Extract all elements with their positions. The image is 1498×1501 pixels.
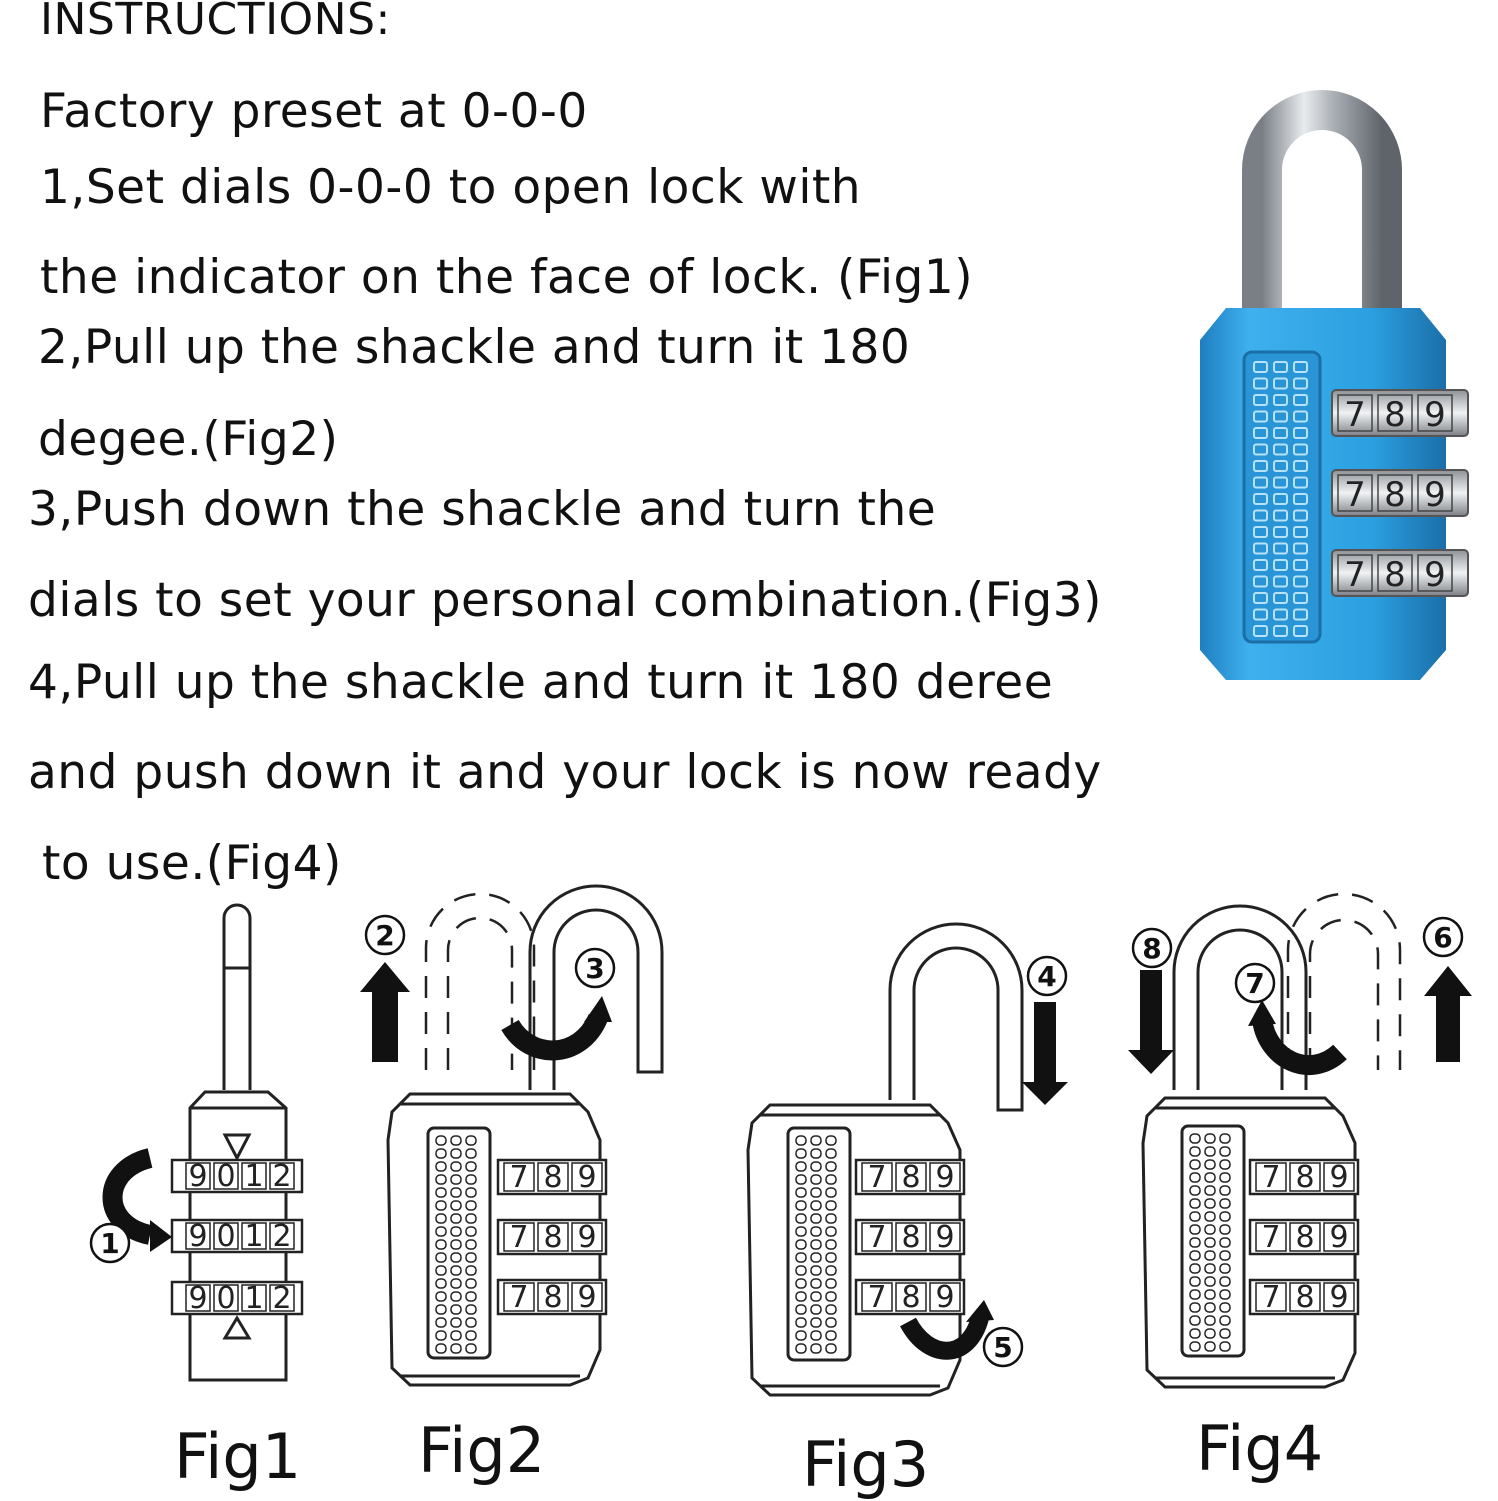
- fig2-label: Fig2: [418, 1414, 546, 1487]
- fig3-label: Fig3: [802, 1428, 930, 1501]
- instruction-line: and push down it and your lock is now re…: [28, 745, 1102, 800]
- product-dial-digit: 8: [1384, 475, 1406, 515]
- step-circle: [1026, 955, 1068, 997]
- instruction-line: 3,Push down the shackle and turn the: [28, 482, 937, 537]
- dial-digit: 9: [577, 1280, 596, 1315]
- dial-digit: 9: [935, 1280, 954, 1315]
- step-number: 2: [375, 919, 394, 952]
- product-dial-digit: 7: [1344, 555, 1366, 595]
- product-dial-digit: 9: [1424, 395, 1446, 435]
- step-circle: [1131, 927, 1173, 969]
- dial-digit: 7: [509, 1220, 528, 1255]
- fig1-label: Fig1: [174, 1420, 302, 1493]
- dial-digit: 7: [509, 1280, 528, 1315]
- step-circle: [1234, 962, 1276, 1004]
- dial-digit: 8: [1295, 1220, 1314, 1255]
- dial-digit: 9: [577, 1220, 596, 1255]
- product-dial-digit: 7: [1344, 475, 1366, 515]
- step-circle: [982, 1326, 1024, 1368]
- dial-digit: 8: [543, 1280, 562, 1315]
- dial-digit: 7: [867, 1280, 886, 1315]
- instruction-line: 1,Set dials 0-0-0 to open lock with: [40, 160, 862, 215]
- instruction-line: dials to set your personal combination.(…: [28, 573, 1103, 628]
- dial-digit: 9: [935, 1160, 954, 1195]
- dial-digit: 8: [901, 1220, 920, 1255]
- step-number: 5: [993, 1331, 1012, 1364]
- dial-digit: 8: [1295, 1280, 1314, 1315]
- step-circle: [364, 914, 406, 956]
- step-number: 8: [1142, 932, 1161, 965]
- instruction-line: 4,Pull up the shackle and turn it 180 de…: [28, 655, 1054, 710]
- fig1-dial-digit: 9: [188, 1219, 207, 1254]
- step-number: 3: [585, 952, 604, 985]
- dial-digit: 7: [1261, 1220, 1280, 1255]
- fig1-dial-digit: 9: [188, 1281, 207, 1316]
- instructions-heading: INSTRUCTIONS:: [40, 0, 391, 45]
- fig1-dial-digit: 0: [216, 1159, 235, 1194]
- dial-digit: 7: [867, 1220, 886, 1255]
- fig1-dial-digit: 1: [244, 1159, 263, 1194]
- dial-digit: 7: [1261, 1280, 1280, 1315]
- step-circle: [1422, 916, 1464, 958]
- step-number: 4: [1037, 960, 1056, 993]
- dial-digit: 9: [577, 1160, 596, 1195]
- fig1-dial-digit: 1: [244, 1219, 263, 1254]
- dial-digit: 9: [1329, 1160, 1348, 1195]
- step-number: 6: [1433, 921, 1452, 954]
- fig4-label: Fig4: [1196, 1412, 1324, 1485]
- dial-digit: 8: [543, 1220, 562, 1255]
- instruction-line: the indicator on the face of lock. (Fig1…: [40, 250, 974, 305]
- dial-digit: 8: [901, 1160, 920, 1195]
- fig1-dial-digit: 1: [244, 1281, 263, 1316]
- step-circle: [89, 1222, 131, 1264]
- fig1-dial-digit: 2: [272, 1281, 291, 1316]
- dial-digit: 9: [1329, 1220, 1348, 1255]
- instruction-line: 2,Pull up the shackle and turn it 180: [38, 320, 911, 375]
- product-dial-digit: 8: [1384, 395, 1406, 435]
- dial-digit: 7: [509, 1160, 528, 1195]
- dial-digit: 8: [1295, 1160, 1314, 1195]
- product-grip-pattern: [1253, 361, 1308, 637]
- step-number: 7: [1245, 967, 1264, 1000]
- fig1-dial-digit: 2: [272, 1219, 291, 1254]
- fig1-dial-digit: 0: [216, 1219, 235, 1254]
- step-circle: [574, 947, 616, 989]
- dial-digit: 8: [901, 1280, 920, 1315]
- product-dial-digit: 8: [1384, 555, 1406, 595]
- product-dial-digit: 9: [1424, 475, 1446, 515]
- dial-digit: 7: [867, 1160, 886, 1195]
- dial-digit: 9: [1329, 1280, 1348, 1315]
- fig1-dial-digit: 0: [216, 1281, 235, 1316]
- step-number: 1: [100, 1227, 119, 1260]
- instruction-line: Factory preset at 0-0-0: [40, 84, 588, 139]
- dial-digit: 8: [543, 1160, 562, 1195]
- instruction-line: degee.(Fig2): [38, 412, 339, 467]
- product-dial-digit: 7: [1344, 395, 1366, 435]
- product-dial-digit: 9: [1424, 555, 1446, 595]
- fig1-dial-digit: 2: [272, 1159, 291, 1194]
- instruction-line: to use.(Fig4): [42, 836, 342, 891]
- fig1-dial-digit: 9: [188, 1159, 207, 1194]
- dial-digit: 9: [935, 1220, 954, 1255]
- dial-digit: 7: [1261, 1160, 1280, 1195]
